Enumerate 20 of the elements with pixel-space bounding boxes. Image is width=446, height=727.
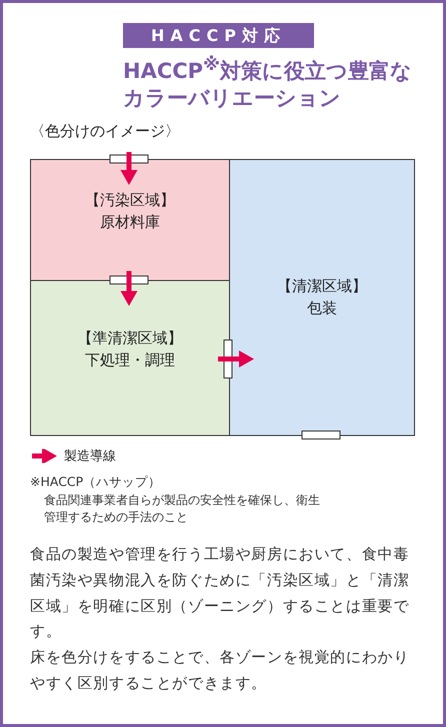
flow-arrow <box>120 152 138 185</box>
body-paragraph: 床を色分けをすることで、各ゾーンを視覚的にわかりやすく区別することができます。 <box>30 647 410 694</box>
zone-label: 【汚染区域】 <box>85 190 175 212</box>
zone-area <box>30 159 230 281</box>
zone-label: 原材料庫 <box>100 212 160 233</box>
zone-area <box>30 280 230 436</box>
flow-arrow <box>218 350 254 368</box>
zone-area <box>229 159 415 436</box>
legend-label: 製造導線 <box>64 448 116 465</box>
footnote-text: 食品関連事業者自らが製品の安全性を確保し、衛生管理するための手法のこと <box>44 492 321 526</box>
body-paragraph: 食品の製造や管理を行う工場や厨房において、食中毒菌汚染や異物混入を防ぐために「汚染区域」と「清潔区域」を明確に区別（ゾーニング）することは重要です。 <box>30 544 410 642</box>
heading: HACCP$^{※}$対策に役立つ豊富なカラーバリエーション <box>123 54 414 112</box>
zone-label: 下処理・調理 <box>85 350 175 371</box>
zone-label: 包装 <box>307 298 337 318</box>
zone-label: 【準清潔区域】 <box>78 328 182 350</box>
zone-label: 【清潔区域】 <box>277 276 367 297</box>
flow-arrow <box>120 271 138 306</box>
footnote-term: ※HACCP（ハサップ） <box>30 474 162 491</box>
title-banner: HACCP対応 <box>123 23 314 48</box>
section-heading: 〈色分けのイメージ〉 <box>30 122 180 141</box>
